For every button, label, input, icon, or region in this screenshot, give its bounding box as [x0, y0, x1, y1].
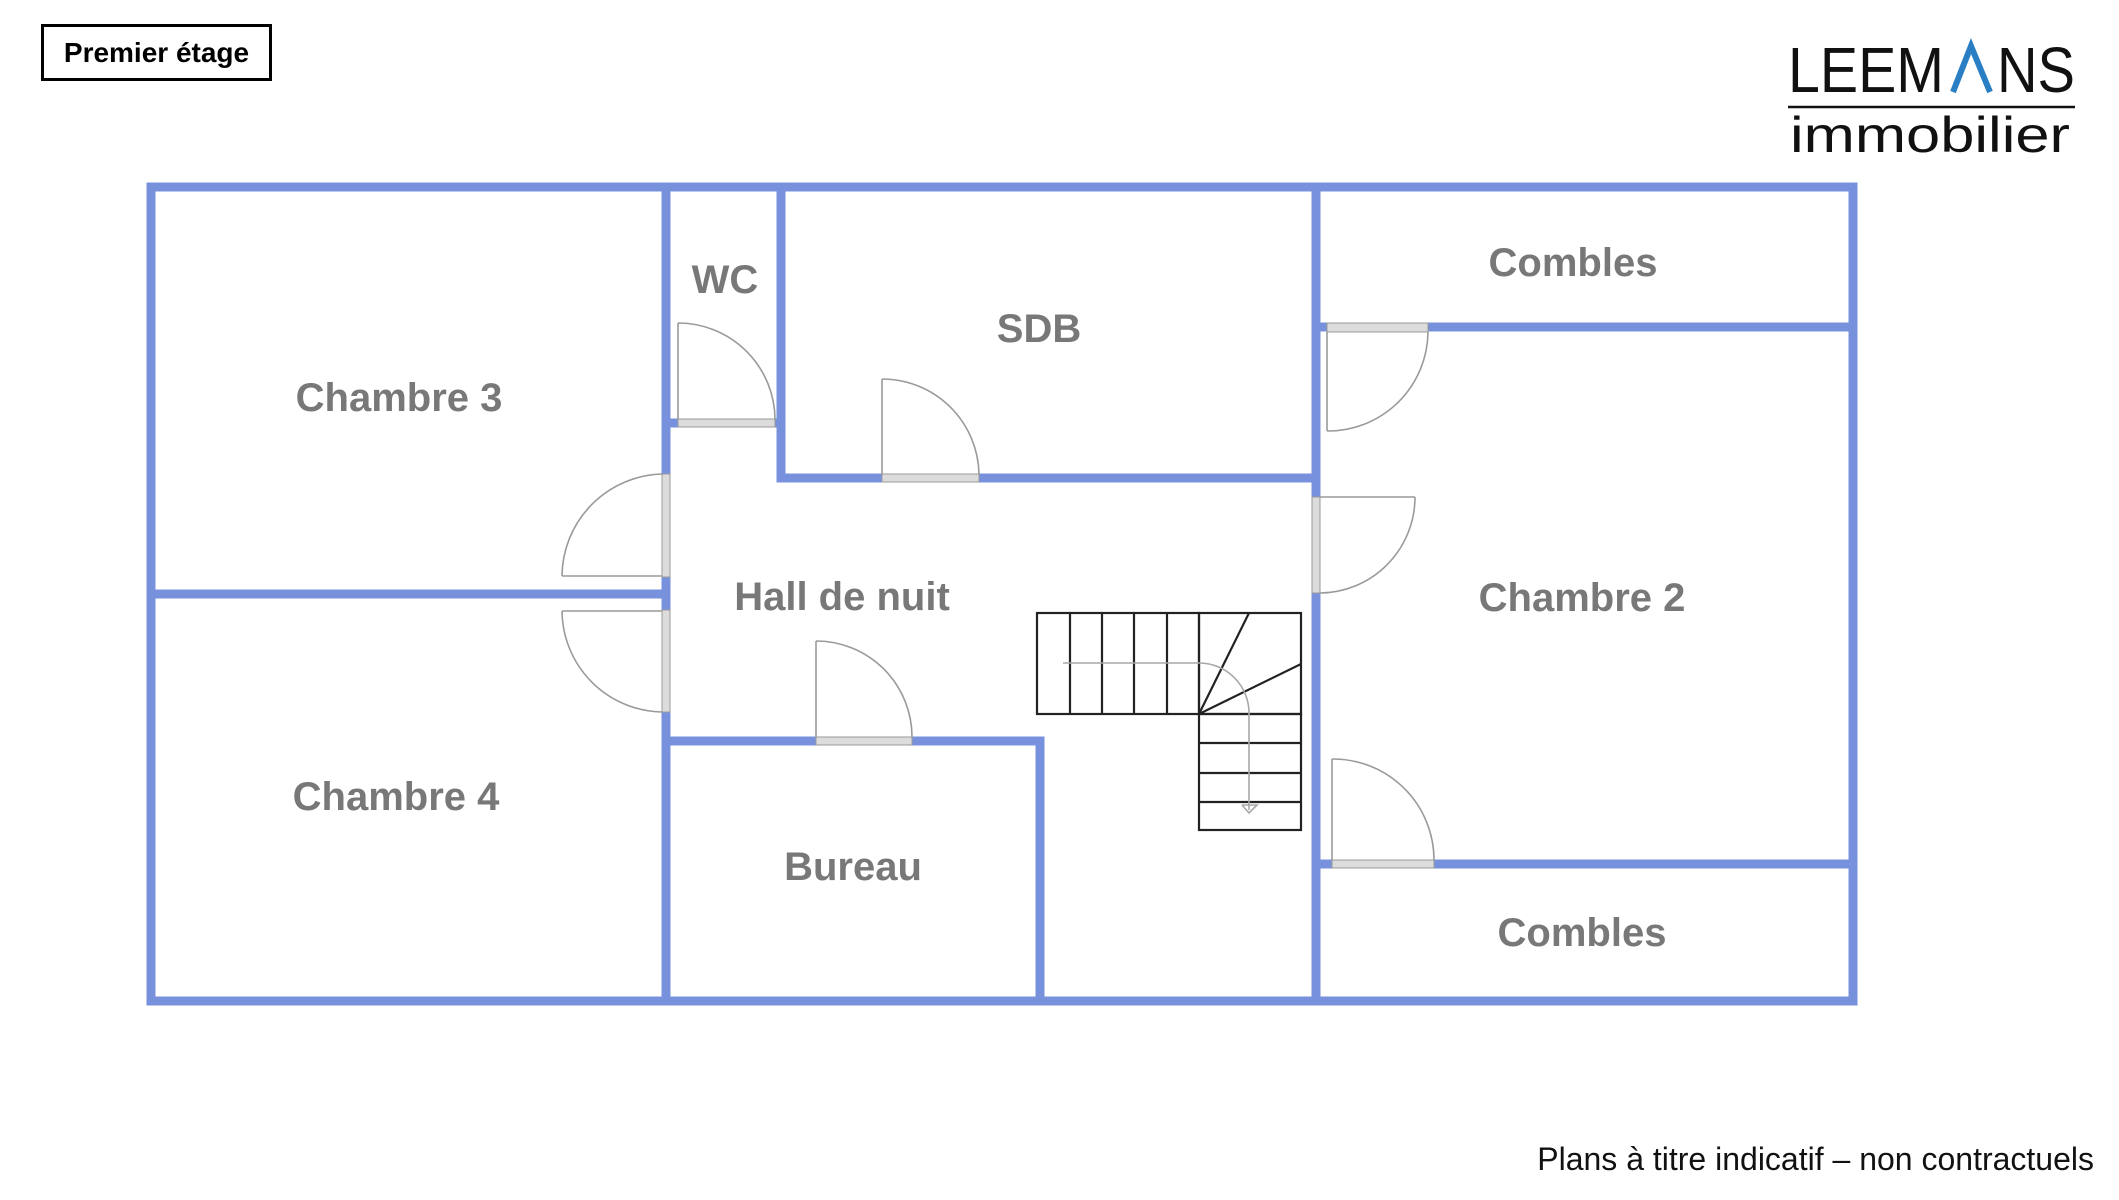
- door-chambre-4[interactable]: [561, 609, 671, 713]
- floor-label: Premier étage: [63, 36, 250, 68]
- stair-winder: [1197, 611, 1303, 716]
- logo-brand-left: LEEM: [1788, 34, 1944, 106]
- door-chambre-2[interactable]: [1311, 496, 1416, 594]
- logo-brand-right: NS: [1997, 34, 2075, 106]
- room-label-chambre-3: Chambre 3: [296, 376, 503, 420]
- room-label-combles-bottom: Combles: [1498, 911, 1667, 955]
- logo-subtitle: immobilier: [1790, 107, 2070, 163]
- door-combles-top[interactable]: [1326, 322, 1429, 432]
- room-label-sdb: SDB: [997, 307, 1081, 351]
- logo-chevron-icon: [1950, 37, 1993, 94]
- room-label-chambre-4: Chambre 4: [293, 775, 500, 819]
- walls: [146, 182, 1858, 1006]
- floor-label-box: Premier étage: [41, 24, 272, 81]
- room-label-chambre-2: Chambre 2: [1479, 576, 1686, 620]
- disclaimer: Plans à titre indicatif – non contractue…: [1537, 1141, 2094, 1177]
- room-label-bureau: Bureau: [784, 845, 922, 889]
- door-chambre-3[interactable]: [561, 473, 671, 578]
- staircase: [1035, 611, 1303, 832]
- company-logo: LEEM NS immobilier: [1788, 34, 2075, 163]
- door-combles-bottom[interactable]: [1331, 758, 1435, 869]
- door-wc[interactable]: [677, 322, 776, 428]
- room-labels: Chambre 3 WC SDB Combles Hall de nuit Ch…: [293, 241, 1686, 955]
- stair-arrow-icon: [1241, 804, 1259, 815]
- room-label-combles-top: Combles: [1489, 241, 1658, 285]
- door-bureau[interactable]: [815, 640, 913, 746]
- doors: [561, 322, 1435, 869]
- room-label-hall: Hall de nuit: [734, 575, 950, 619]
- stair-direction-path: [1063, 662, 1250, 810]
- room-label-wc: WC: [692, 258, 759, 302]
- door-sdb[interactable]: [881, 378, 980, 483]
